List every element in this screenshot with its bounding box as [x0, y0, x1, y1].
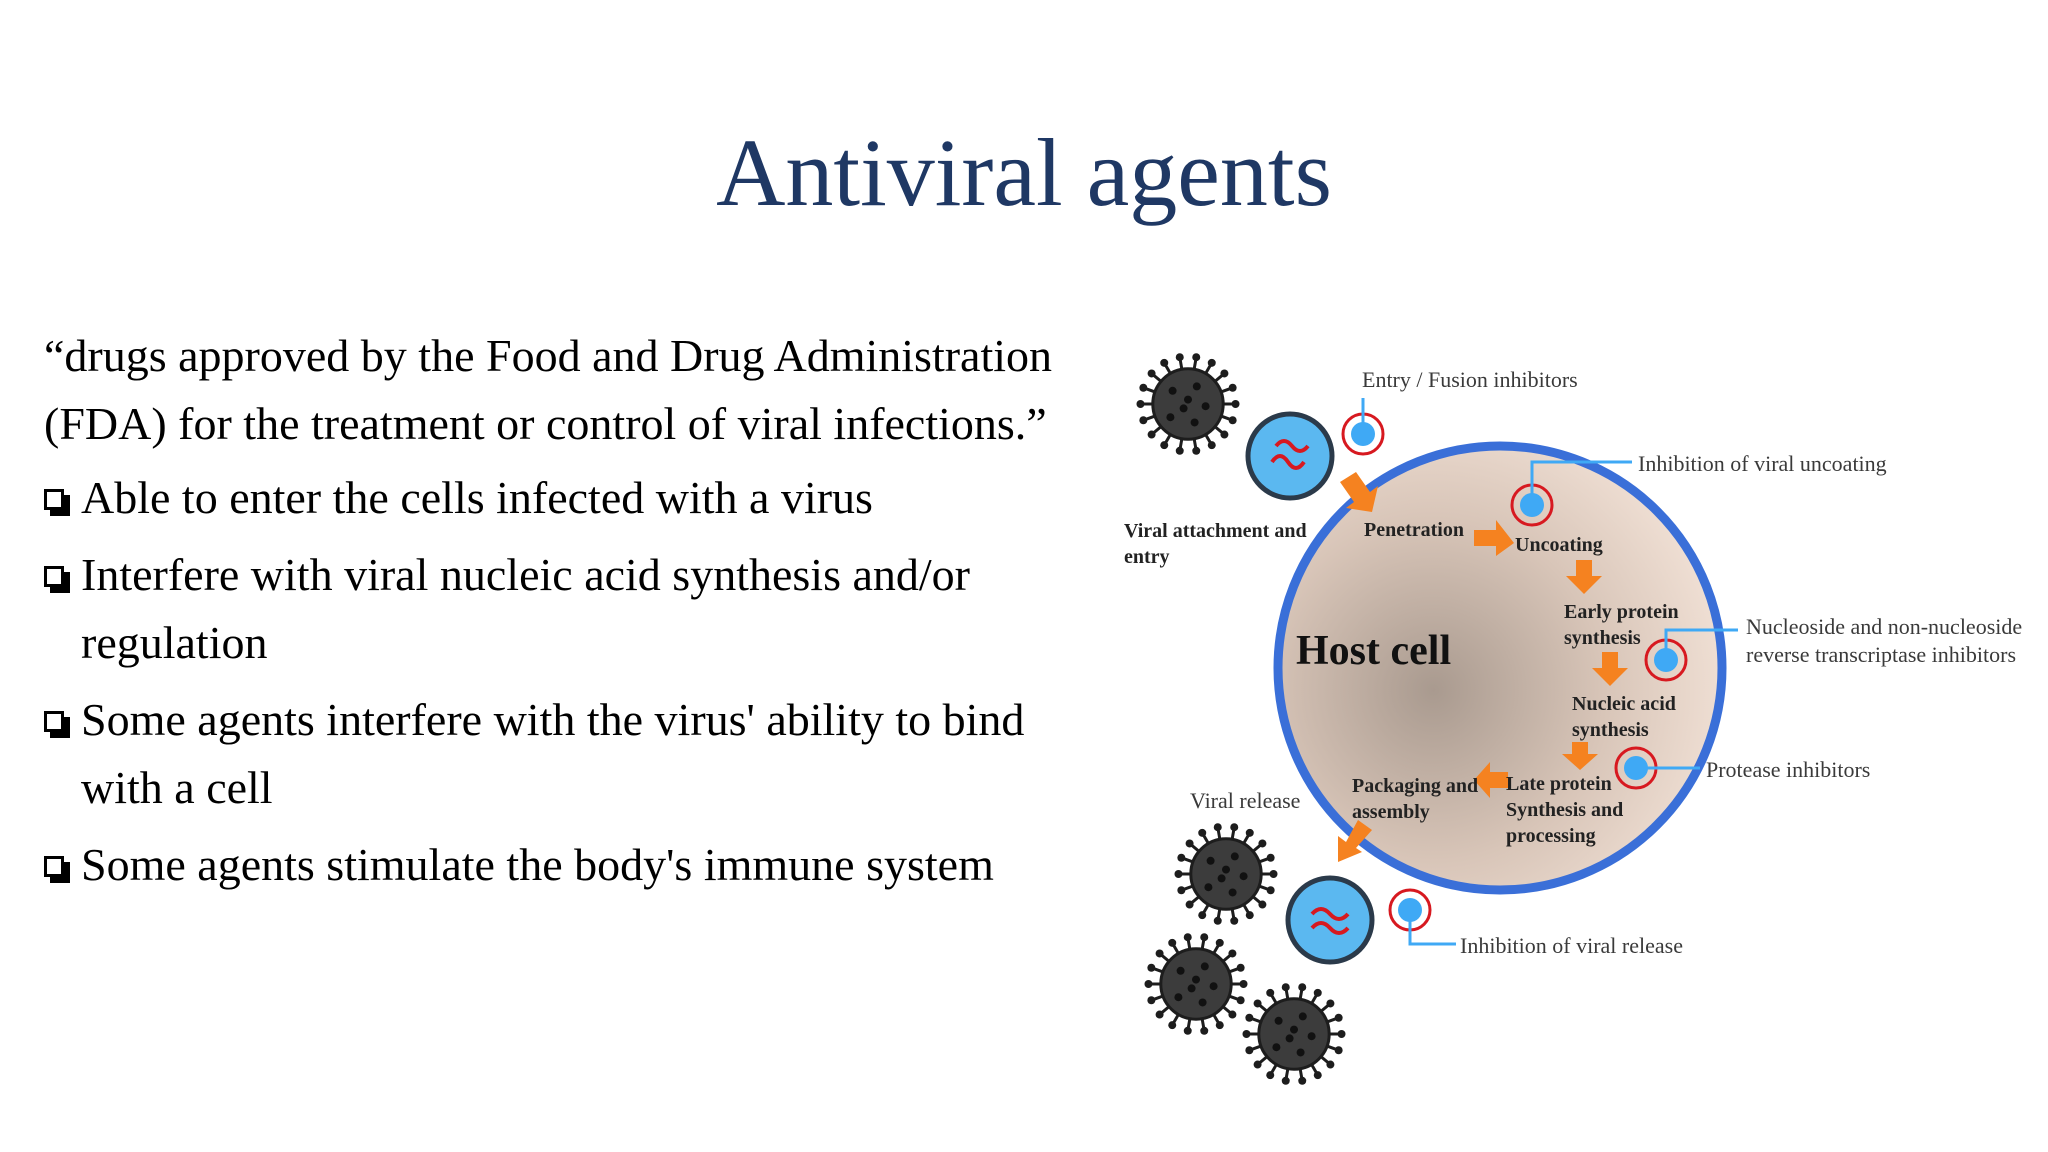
- bullet-item: Able to enter the cells infected with a …: [44, 464, 1104, 532]
- host-cell: [1273, 441, 1727, 895]
- arrow-to-early-protein-icon: [1566, 560, 1602, 594]
- stage-early-protein-label-line2: synthesis: [1564, 627, 1641, 649]
- stage-early-protein-label-line1: Early protein: [1564, 601, 1679, 623]
- stage-penetration-label: Penetration: [1364, 519, 1464, 541]
- release-inhibition-label: Inhibition of viral release: [1460, 933, 1683, 958]
- virus-particle-icon: [1242, 983, 1346, 1085]
- arrow-to-penetration-icon: [1340, 472, 1378, 512]
- checkbox-bullet-icon: [44, 856, 70, 883]
- stage-late-protein-label-line3: processing: [1506, 825, 1596, 847]
- checkbox-bullet-icon: [44, 566, 70, 593]
- bullet-item: Some agents stimulate the body's immune …: [44, 831, 1104, 899]
- entering-virion-icon: [1245, 411, 1335, 501]
- rt-inhibitors-label-line2: reverse transcriptase inhibitors: [1746, 642, 2016, 667]
- stage-nucleic-acid-label-line1: Nucleic acid: [1572, 693, 1676, 715]
- bullet-text: Interfere with viral nucleic acid synthe…: [81, 549, 971, 668]
- bullet-text: Some agents interfere with the virus' ab…: [81, 694, 1025, 813]
- bullet-text: Some agents stimulate the body's immune …: [81, 839, 994, 890]
- inhibitor-reverse-transcriptase-marker: [1644, 628, 1738, 682]
- rt-inhibitors-label-line1: Nucleoside and non-nucleoside: [1746, 614, 2022, 639]
- stage-late-protein-label-line1: Late protein: [1506, 773, 1612, 795]
- process-arrows: [1338, 472, 1628, 862]
- stage-late-protein-label-line2: Synthesis and: [1506, 799, 1623, 821]
- slide-title: Antiviral agents: [716, 119, 1332, 226]
- checkbox-bullet-icon: [44, 489, 70, 516]
- virus-particle-icon: [1174, 823, 1278, 925]
- stage-uncoating-label: Uncoating: [1515, 534, 1603, 556]
- entry-fusion-inhibitors-label: Entry / Fusion inhibitors: [1362, 367, 1578, 392]
- checkbox-bullet-icon: [44, 711, 70, 738]
- stage-attachment-label-line2: entry: [1124, 546, 1170, 568]
- stage-packaging-label-line1: Packaging and: [1352, 775, 1478, 797]
- arrow-to-uncoating-icon: [1474, 520, 1514, 556]
- releasing-virion-icon: [1285, 875, 1375, 965]
- inhibitor-release-marker: [1388, 888, 1456, 946]
- virus-particles: [1136, 353, 1346, 1085]
- bullet-item: Interfere with viral nucleic acid synthe…: [44, 541, 1104, 677]
- text-content: “drugs approved by the Food and Drug Adm…: [44, 322, 1104, 908]
- inhibitor-protease-marker: [1614, 746, 1700, 790]
- fda-definition-quote: “drugs approved by the Food and Drug Adm…: [44, 330, 1053, 449]
- stage-release-label: Viral release: [1190, 788, 1300, 813]
- virus-particle-icon: [1144, 933, 1248, 1035]
- bullet-text: Able to enter the cells infected with a …: [81, 472, 873, 523]
- arrow-to-nucleic-acid-icon: [1592, 652, 1628, 686]
- inhibitor-uncoating-marker: [1510, 460, 1632, 527]
- host-cell-label: Host cell: [1296, 628, 1451, 674]
- arrow-to-late-protein-icon: [1562, 742, 1598, 770]
- virus-particle-icon: [1136, 353, 1240, 455]
- protease-inhibitors-label: Protease inhibitors: [1706, 757, 1870, 782]
- uncoating-inhibition-label: Inhibition of viral uncoating: [1638, 451, 1887, 476]
- arrow-to-packaging-icon: [1474, 762, 1508, 798]
- stage-packaging-label-line2: assembly: [1352, 801, 1430, 823]
- bullet-item: Some agents interfere with the virus' ab…: [44, 686, 1104, 822]
- stage-nucleic-acid-label-line2: synthesis: [1572, 719, 1649, 741]
- bullet-list: Able to enter the cells infected with a …: [44, 464, 1104, 899]
- arrow-to-release-icon: [1338, 820, 1372, 862]
- stage-attachment-label-line1: Viral attachment and: [1124, 520, 1307, 542]
- inhibitor-entry-marker: [1341, 398, 1385, 456]
